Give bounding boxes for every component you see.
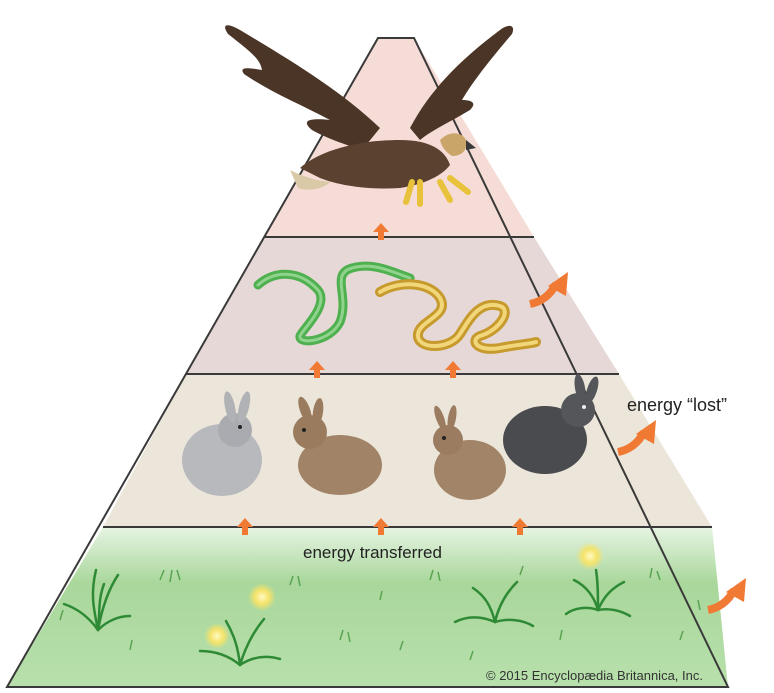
energy-lost-label: energy “lost” — [627, 395, 727, 416]
level-secondary-consumers — [186, 237, 619, 374]
copyright-credit: © 2015 Encyclopædia Britannica, Inc. — [486, 668, 703, 683]
energy-transferred-label: energy transferred — [303, 543, 442, 563]
level-top-producers — [264, 38, 534, 237]
